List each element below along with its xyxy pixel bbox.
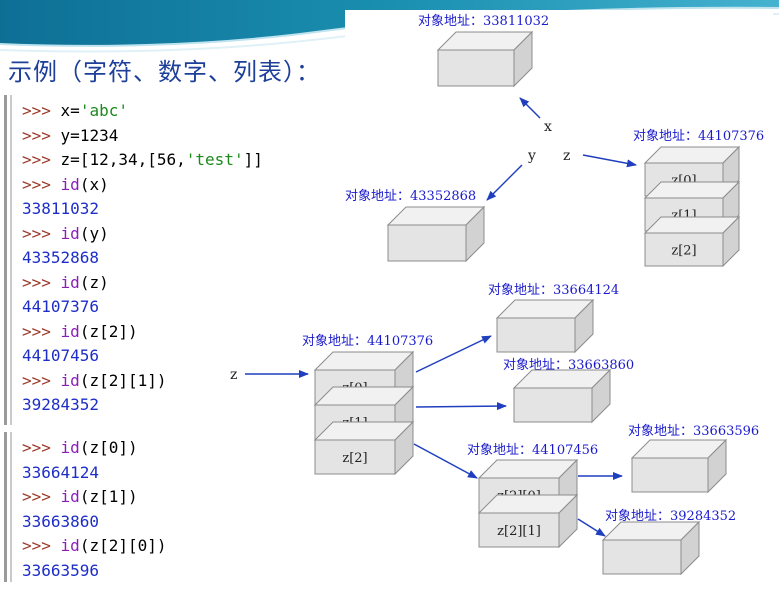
code-token: (z[0]) — [79, 438, 138, 457]
object-boxes: z[0]z[1]z[2]z[0]z[1]z[2]z[2][0]z[2][1] — [313, 30, 741, 576]
object-box-z20 — [630, 438, 728, 494]
code-output-line: 39284352 — [22, 393, 99, 417]
address-label-z: 对象地址：44107376 — [633, 129, 764, 144]
address-label-z-list: 对象地址：44107376 — [302, 334, 433, 349]
output-value: 44107456 — [22, 346, 100, 365]
arrow-z1 — [415, 402, 507, 411]
code-token: (z) — [79, 272, 109, 292]
builtin-function-token: id — [60, 321, 80, 341]
list-cell-box: z[2] — [313, 420, 415, 476]
code-token: (x) — [79, 174, 109, 194]
output-value: 33663860 — [22, 511, 100, 531]
arrow-z — [582, 154, 637, 168]
prompt-marker: >>> — [22, 438, 51, 457]
code-input-line: >>> id(x) — [22, 173, 109, 197]
prompt-marker: >>> — [22, 370, 51, 390]
code-token: (z[1]) — [79, 487, 138, 506]
code-token: (z[2][0]) — [79, 536, 167, 555]
code-input-line: >>> z=[12,34,[56,'test']] — [22, 148, 263, 172]
code-token: (y) — [79, 223, 109, 243]
arrow-x — [519, 97, 541, 119]
code-output-line: 33663596 — [22, 559, 99, 583]
variable-label-y: y — [527, 148, 536, 164]
code-gutter — [4, 95, 12, 425]
code-token: (z[2][1]) — [79, 370, 167, 390]
code-token: x= — [60, 101, 80, 120]
code-input-line: >>> id(z[2]) — [22, 320, 138, 344]
arrow-z0 — [415, 335, 492, 373]
address-label-z21: 对象地址：39284352 — [605, 509, 736, 524]
address-label-x: 对象地址：33811032 — [418, 14, 549, 29]
object-box-y — [386, 205, 486, 263]
list-cell-label: z[2][1] — [497, 524, 541, 539]
object-box-z21 — [601, 520, 701, 576]
code-block-bottom: >>> id(z[0])33664124>>> id(z[1])33663860… — [0, 432, 228, 582]
code-token: z=[12,34,[56, — [60, 150, 186, 169]
code-output-line: 33811032 — [22, 197, 99, 221]
address-label-z0: 对象地址：33664124 — [488, 283, 619, 298]
output-value: 33663596 — [22, 560, 100, 580]
builtin-function-token: id — [60, 438, 80, 457]
address-label-z1: 对象地址：33663860 — [503, 358, 634, 373]
code-gutter — [4, 432, 12, 582]
output-value: 44107376 — [22, 297, 100, 316]
code-token: (z[2]) — [79, 321, 138, 341]
list-cell-label: z[2] — [671, 244, 696, 259]
code-input-line: >>> x='abc' — [22, 99, 128, 123]
builtin-function-token: id — [60, 370, 80, 390]
slide-title: 示例（字符、数字、列表）： — [8, 58, 321, 86]
prompt-marker: >>> — [22, 536, 51, 555]
variable-label-x: x — [544, 119, 552, 135]
code-input-line: >>> id(z) — [22, 271, 109, 295]
object-box-x — [436, 30, 534, 88]
builtin-function-token: id — [60, 487, 80, 506]
string-literal-token: 'test' — [185, 150, 244, 169]
string-literal-token: 'abc' — [79, 101, 128, 120]
object-box-z1 — [512, 368, 612, 424]
prompt-marker: >>> — [22, 150, 51, 169]
prompt-marker: >>> — [22, 101, 51, 120]
address-label-z20: 对象地址：33663596 — [628, 424, 759, 439]
code-input-line: >>> id(y) — [22, 222, 109, 246]
prompt-marker: >>> — [22, 174, 51, 194]
address-label-y: 对象地址：43352868 — [345, 189, 476, 204]
code-output-line: 44107456 — [22, 344, 99, 368]
prompt-marker: >>> — [22, 272, 51, 292]
code-token: y=1234 — [60, 125, 119, 145]
builtin-function-token: id — [60, 272, 80, 292]
object-box-z0 — [495, 298, 595, 354]
output-value: 33811032 — [22, 199, 100, 218]
code-output-line: 43352868 — [22, 246, 99, 270]
output-value: 39284352 — [22, 395, 100, 414]
code-output-line: 33664124 — [22, 461, 99, 485]
code-input-line: >>> id(z[2][1]) — [22, 369, 167, 393]
address-label-z2: 对象地址：44107456 — [467, 443, 598, 458]
code-token: ]] — [243, 150, 263, 169]
list-cell-label: z[2] — [342, 451, 367, 466]
arrow-z21 — [577, 518, 606, 537]
output-value: 43352868 — [22, 248, 100, 267]
builtin-function-token: id — [60, 536, 80, 555]
prompt-marker: >>> — [22, 321, 51, 341]
code-input-line: >>> y=1234 — [22, 124, 118, 148]
code-output-line: 44107376 — [22, 295, 99, 319]
arrow-y — [486, 164, 523, 201]
output-value: 33664124 — [22, 462, 100, 482]
variable-label-z: z — [563, 148, 570, 164]
list-cell-box: z[2][1] — [477, 493, 579, 549]
arrow-z2 — [413, 443, 478, 479]
prompt-marker: >>> — [22, 223, 51, 243]
list-cell-box: z[2] — [643, 215, 741, 268]
builtin-function-token: id — [60, 174, 80, 194]
code-input-line: >>> id(z[0]) — [22, 436, 138, 460]
variable-label-z-lower: z — [230, 367, 237, 383]
code-output-line: 33663860 — [22, 510, 99, 534]
prompt-marker: >>> — [22, 487, 51, 506]
code-input-line: >>> id(z[1]) — [22, 485, 138, 509]
builtin-function-token: id — [60, 223, 80, 243]
code-input-line: >>> id(z[2][0]) — [22, 534, 167, 558]
prompt-marker: >>> — [22, 125, 51, 145]
